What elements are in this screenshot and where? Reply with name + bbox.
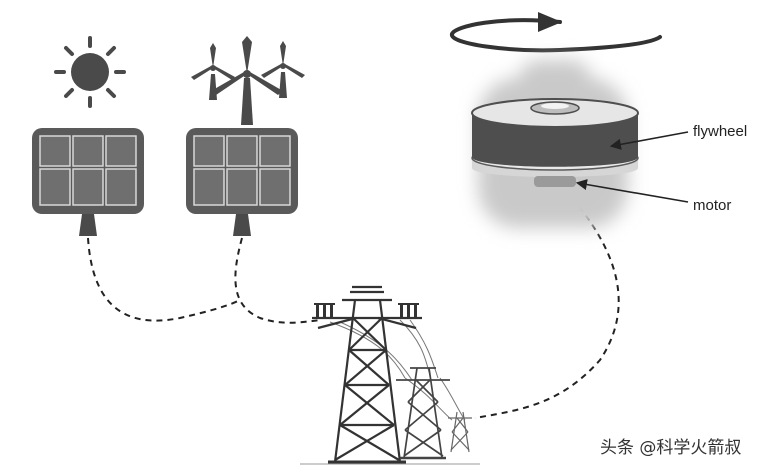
solar-panel-icon [32, 128, 144, 236]
wind-turbines-icon [191, 36, 305, 125]
watermark-text: 头条 @科学火箭叔 [600, 438, 741, 458]
flywheel-pointer [609, 131, 689, 150]
rotation-arrow-icon [450, 12, 662, 53]
dashed-connection-lines [87, 189, 620, 419]
transmission-tower-icon [396, 367, 450, 460]
solar-panel-icon [186, 128, 298, 236]
motor-pointer [575, 179, 689, 203]
motor-label: motor [693, 197, 731, 214]
flywheel-label: flywheel [693, 123, 747, 140]
transmission-tower-icon [448, 411, 472, 453]
transmission-tower-icon [312, 285, 422, 464]
sun-icon [54, 36, 126, 108]
insulators [314, 303, 419, 318]
flywheel-icon [471, 98, 639, 187]
